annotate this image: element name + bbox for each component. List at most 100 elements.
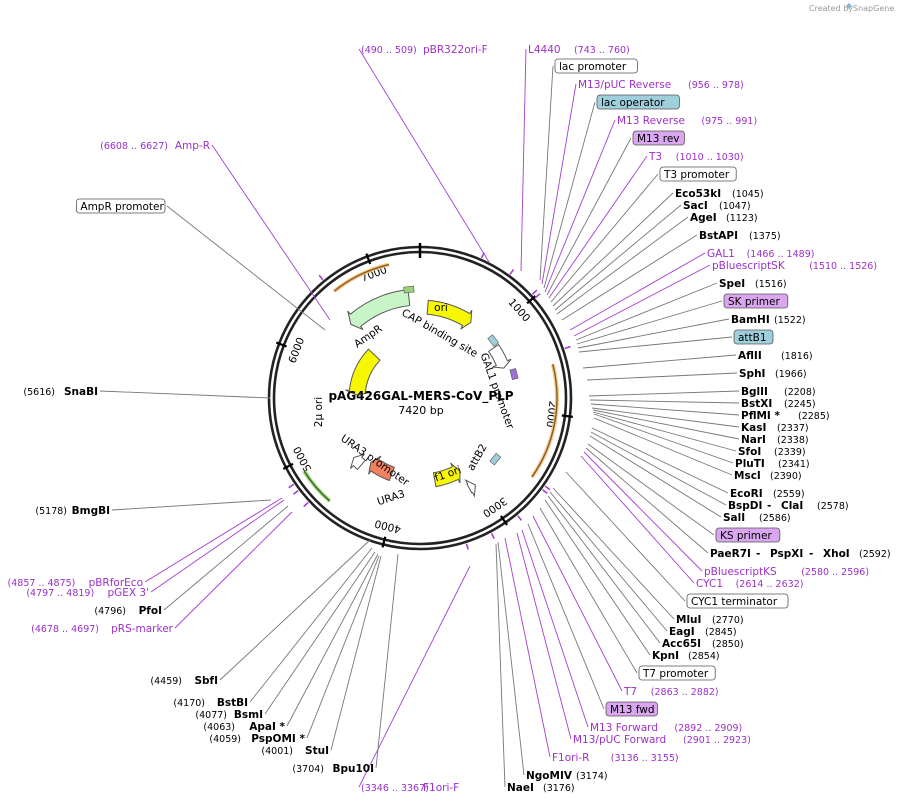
enzyme-label: SbfI [194, 675, 218, 687]
leader-line [539, 507, 638, 674]
enzyme-position: (5616) [23, 387, 55, 398]
two-micron-ori-label: 2μ ori [313, 397, 325, 427]
primer-range: (3136 .. 3155) [611, 753, 679, 764]
leader-line [539, 65, 554, 281]
leader-line [541, 83, 577, 285]
enzyme-label: KasI [741, 422, 766, 434]
primer-range: (490 .. 509) [361, 45, 417, 56]
two-micron-ori-arrow [345, 348, 381, 396]
cyc1-terminator-arrow [464, 479, 476, 498]
leader-line [358, 48, 490, 263]
snapgene-logo-icon [846, 3, 852, 9]
tick-mark [499, 515, 509, 526]
enzyme-position: (1516) [755, 279, 787, 290]
leader-line [583, 451, 703, 572]
leader-line [588, 390, 740, 397]
primer-range: (975 .. 991) [701, 116, 757, 127]
enzyme-position: (5178) [35, 506, 67, 517]
enzyme-label: SnaBI [64, 386, 98, 398]
ura3-arc [302, 470, 332, 503]
primer-range: (1510 .. 1526) [809, 261, 877, 272]
primer-site-marker [303, 501, 309, 508]
feature-label: SK primer [728, 296, 780, 308]
primer-label: M13 Reverse [617, 115, 685, 127]
enzyme-position: (3176) [543, 783, 575, 794]
enzyme-label: EagI [669, 626, 695, 638]
enzyme-position: (3174) [576, 771, 608, 782]
enzyme-position: (4796) [94, 606, 126, 617]
enzyme-label: ClaI [781, 500, 803, 512]
enzyme-label: SfoI [738, 446, 761, 458]
leader-line [495, 543, 506, 788]
primer-site-marker [517, 515, 523, 521]
primer-site-marker [544, 485, 551, 491]
gal1-marker [509, 368, 519, 380]
f1-ori-arrow [432, 462, 461, 488]
primer-label: pRS-marker [111, 623, 174, 635]
leader-line [592, 409, 740, 440]
primer-label: CYC1 [696, 578, 723, 590]
enzyme-label: BstXI [741, 398, 772, 410]
primer-site-marker [541, 489, 548, 494]
primer-label: L4440 [528, 44, 561, 56]
enzyme-position: (2390) [770, 471, 802, 482]
leader-line [592, 411, 737, 452]
tick-mark [282, 462, 294, 470]
feature-label: attB1 [738, 332, 767, 344]
primer-label: M13/pUC Forward [573, 734, 666, 746]
enzyme-label: KpnI [652, 650, 679, 662]
brand-name: SnapGene [853, 4, 894, 13]
attb2-marker [489, 452, 502, 466]
enzyme-position: (1966) [775, 369, 807, 380]
enzyme-position: (1522) [774, 315, 806, 326]
leader-line [375, 553, 399, 769]
leader-line [544, 499, 651, 656]
enzyme-label: BsmI [234, 709, 263, 721]
enzyme-label: NarI [741, 434, 766, 446]
leader-line [576, 300, 723, 345]
credit-text: Created by [809, 4, 853, 13]
leader-line [516, 532, 572, 740]
enzyme-position: (2854) [688, 651, 720, 662]
enzyme-position: (4001) [261, 746, 293, 757]
enzyme-label: AgeI [690, 212, 717, 224]
enzyme-position: (2208) [784, 387, 816, 398]
enzyme-position: (2559) [773, 489, 805, 500]
leader-line [521, 529, 589, 728]
tick-mark [526, 295, 537, 305]
ura3-label: URA3 [376, 488, 407, 508]
enzyme-label: SacI [683, 200, 708, 212]
enzyme-label: NgoMIV [526, 770, 573, 782]
enzyme-label: StuI [305, 745, 329, 757]
leader-line [561, 234, 698, 321]
feature-box [554, 58, 638, 74]
leader-line [144, 497, 283, 583]
feature-box [596, 94, 680, 110]
feature-label: AmpR promoter [80, 201, 164, 213]
leader-line [589, 399, 740, 404]
leader-line [249, 547, 373, 703]
feature-label: KS primer [720, 530, 772, 542]
primer-range: (2614 .. 2632) [736, 579, 804, 590]
enzyme-position: (2850) [712, 639, 744, 650]
enzyme-label: Eco53kI [675, 188, 721, 200]
leader-line [590, 431, 727, 506]
ampr-arrow [347, 289, 411, 331]
leader-line [520, 48, 527, 272]
leader-line [544, 119, 616, 293]
primer-site-marker [480, 252, 485, 259]
primer-label: pBluescriptSK [712, 260, 786, 272]
tick-mark [561, 414, 573, 418]
primer-site-marker [318, 274, 324, 281]
enzyme-position: (4170) [173, 698, 205, 709]
plasmid-length: 7420 bp [398, 404, 443, 417]
feature-box [733, 329, 774, 345]
primer-site-marker [465, 543, 469, 550]
primer-label: T3 [648, 151, 662, 163]
enzyme-position: (2586) [759, 513, 791, 524]
leader-line [593, 413, 734, 464]
enzyme-label: BstBI [217, 697, 248, 709]
plasmid-name: pAG426GAL-MERS-CoV_PLP [328, 389, 513, 404]
